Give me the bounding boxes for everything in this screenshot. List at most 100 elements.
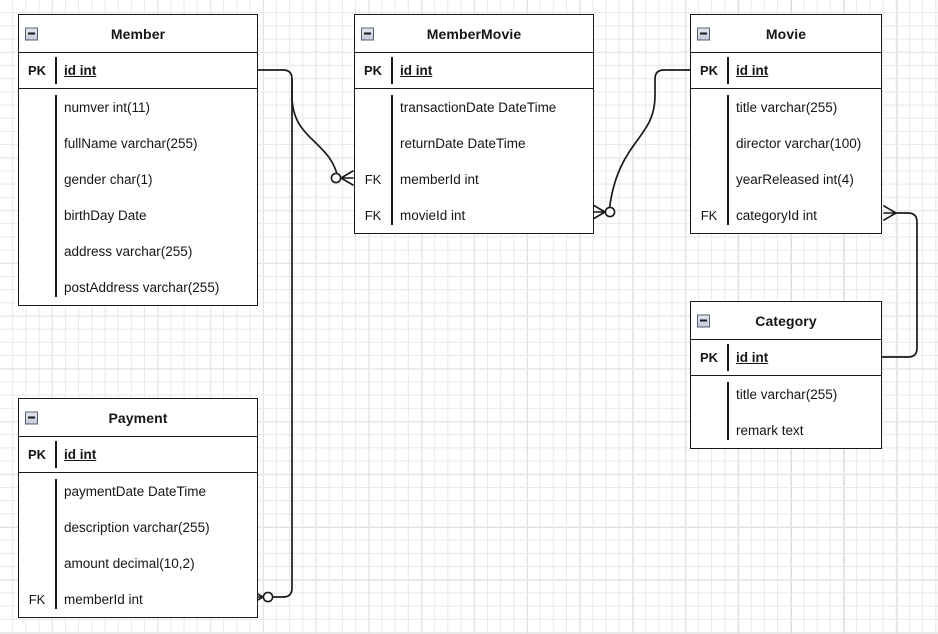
key-badge: PK [27, 63, 47, 78]
field-row[interactable]: returnDate DateTime [355, 125, 593, 161]
field-row[interactable]: address varchar(255) [19, 233, 257, 269]
field-name: id int [400, 63, 433, 78]
crowfoot-movie-categoryid [883, 205, 897, 221]
field-name: title varchar(255) [736, 99, 838, 115]
field-row[interactable]: paymentDate DateTime [19, 473, 257, 509]
column-divider [55, 441, 57, 468]
column-divider [55, 57, 57, 84]
field-name: gender char(1) [64, 171, 153, 187]
entity-title-bar: Category [691, 302, 881, 340]
field-name: director varchar(100) [736, 135, 862, 151]
field-name: transactionDate DateTime [400, 99, 557, 115]
field-list: title varchar(255) remark text [691, 376, 881, 448]
entity-title-label: Movie [765, 25, 807, 42]
entity-title-bar: MemberMovie [355, 15, 593, 53]
field-name: description varchar(255) [64, 519, 210, 535]
field-row[interactable]: description varchar(255) [19, 509, 257, 545]
field-row[interactable]: amount decimal(10,2) [19, 545, 257, 581]
primary-key-row[interactable]: PK id int [19, 437, 257, 473]
field-row[interactable]: title varchar(255) [691, 376, 881, 412]
field-row[interactable]: remark text [691, 412, 881, 448]
field-name: movieId int [400, 207, 466, 223]
column-divider [391, 95, 393, 225]
field-name: returnDate DateTime [400, 135, 526, 151]
field-row[interactable]: numver int(11) [19, 89, 257, 125]
field-name: birthDay Date [64, 207, 147, 223]
field-name: id int [64, 447, 97, 462]
field-name: yearReleased int(4) [736, 171, 854, 187]
primary-key-row[interactable]: PK id int [691, 53, 881, 89]
entity-title-label: Payment [108, 409, 168, 426]
field-name: id int [736, 63, 769, 78]
column-divider [727, 382, 729, 440]
key-badge: FK [364, 207, 382, 223]
primary-key-row[interactable]: PK id int [355, 53, 593, 89]
field-list: paymentDate DateTime description varchar(… [19, 473, 257, 617]
field-name: address varchar(255) [64, 243, 193, 259]
field-name: numver int(11) [64, 99, 151, 115]
field-row[interactable]: FK movieId int [355, 197, 593, 233]
field-name: fullName varchar(255) [64, 135, 198, 151]
crowfoot-membermovie-movieid [592, 204, 616, 220]
connector-member-payment [271, 78, 293, 598]
field-row[interactable]: gender char(1) [19, 161, 257, 197]
field-row[interactable]: birthDay Date [19, 197, 257, 233]
field-name: title varchar(255) [736, 386, 838, 402]
field-name: amount decimal(10,2) [64, 555, 195, 571]
key-badge: PK [27, 447, 47, 462]
minus-box-icon[interactable] [25, 411, 38, 424]
minus-box-icon[interactable] [697, 314, 710, 327]
field-name: id int [64, 63, 97, 78]
field-row[interactable]: yearReleased int(4) [691, 161, 881, 197]
entity-title-label: MemberMovie [426, 25, 522, 42]
field-name: id int [736, 350, 769, 365]
minus-box-icon[interactable] [25, 27, 38, 40]
field-row[interactable]: FK memberId int [19, 581, 257, 617]
field-row[interactable]: FK categoryId int [691, 197, 881, 233]
entity-title-label: Category [755, 312, 817, 329]
field-row[interactable]: transactionDate DateTime [355, 89, 593, 125]
field-name: remark text [736, 422, 804, 438]
crowfoot-membermovie-memberid [330, 170, 354, 186]
column-divider [727, 344, 729, 371]
primary-key-row[interactable]: PK id int [19, 53, 257, 89]
column-divider [55, 479, 57, 609]
connector-member-membermovie [257, 69, 341, 179]
key-badge: FK [700, 207, 718, 223]
minus-box-icon[interactable] [697, 27, 710, 40]
field-name: categoryId int [736, 207, 818, 223]
entity-title-bar: Movie [691, 15, 881, 53]
field-row[interactable]: title varchar(255) [691, 89, 881, 125]
field-list: numver int(11) fullName varchar(255) gende… [19, 89, 257, 305]
key-badge: PK [699, 63, 719, 78]
field-row[interactable]: director varchar(100) [691, 125, 881, 161]
field-list: transactionDate DateTime returnDate DateT… [355, 89, 593, 233]
primary-key-row[interactable]: PK id int [691, 340, 881, 376]
column-divider [727, 95, 729, 225]
field-row[interactable]: postAddress varchar(255) [19, 269, 257, 305]
field-name: postAddress varchar(255) [64, 279, 220, 295]
field-row[interactable]: fullName varchar(255) [19, 125, 257, 161]
entity-title-bar: Payment [19, 399, 257, 437]
field-name: memberId int [400, 171, 479, 187]
entity-title-label: Member [110, 25, 166, 42]
field-name: memberId int [64, 591, 143, 607]
column-divider [727, 57, 729, 84]
column-divider [55, 95, 57, 297]
connector-movie-membermovie [606, 69, 691, 213]
connector-movie-category [881, 212, 918, 358]
key-badge: FK [28, 591, 46, 607]
key-badge: PK [363, 63, 383, 78]
field-name: paymentDate DateTime [64, 483, 207, 499]
field-list: title varchar(255) director varchar(100) y… [691, 89, 881, 233]
key-badge: PK [699, 350, 719, 365]
column-divider [391, 57, 393, 84]
minus-box-icon[interactable] [361, 27, 374, 40]
